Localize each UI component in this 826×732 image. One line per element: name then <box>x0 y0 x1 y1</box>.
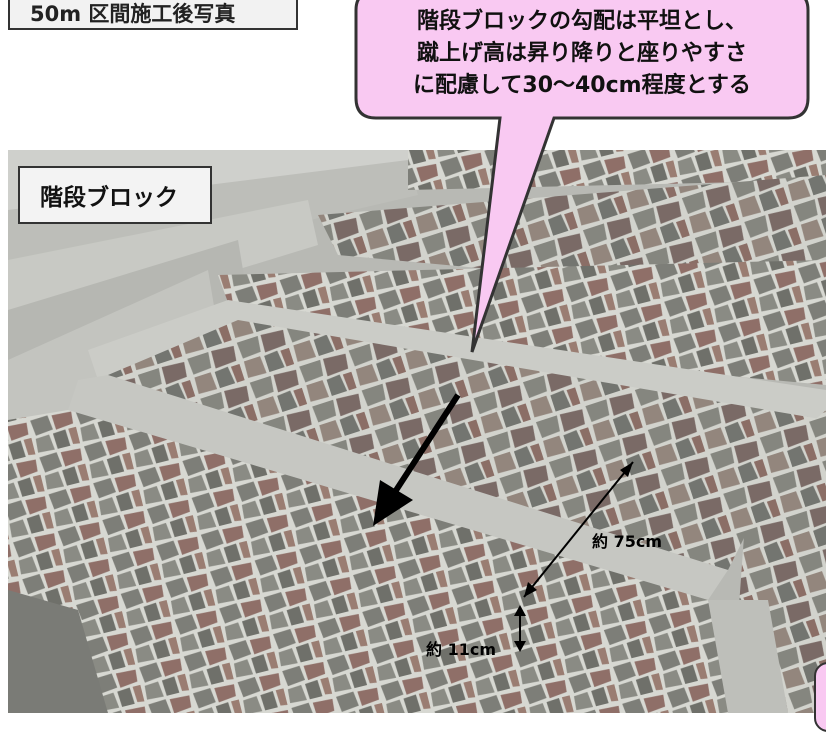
depth-measurement-label: 約 75cm <box>592 532 662 551</box>
riser-measurement-label: 約 11cm <box>426 640 496 659</box>
photo-step-blocks <box>8 150 826 713</box>
callout-text: 階段ブロックの勾配は平坦とし、 蹴上げ高は昇り降りと座りやすさ に配慮して30〜… <box>362 6 802 102</box>
top-caption: 50m 区間施工後写真 <box>8 0 298 30</box>
corner-callout-fragment <box>814 662 826 732</box>
callout-line: に配慮して30〜40cm程度とする <box>413 73 751 98</box>
callout-bubble <box>354 0 810 353</box>
photo-label: 階段ブロック <box>18 166 212 224</box>
callout-line: 蹴上げ高は昇り降りと座りやすさ <box>416 41 747 66</box>
callout-line: 階段ブロックの勾配は平坦とし、 <box>416 9 747 34</box>
